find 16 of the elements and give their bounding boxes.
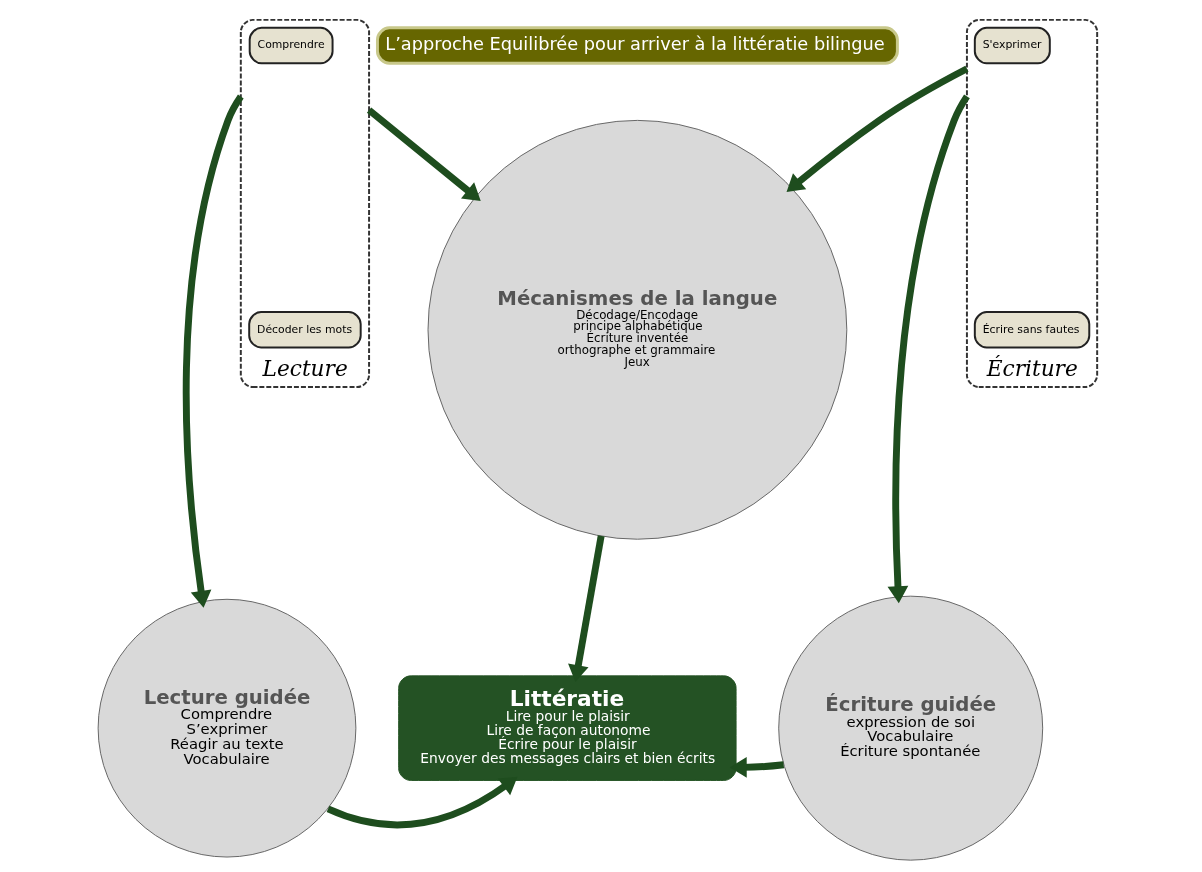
arrow	[366, 107, 481, 202]
node-box: L’approche Equilibrée pour arriver à la littératie bilingue	[375, 26, 899, 65]
node-box: S'exprimer	[973, 26, 1051, 65]
node-box: Comprendre	[248, 26, 334, 65]
node-circle: Écriture guidée expression de soi Vocabulaire Écriture spontanée	[777, 595, 1043, 861]
arrow	[326, 776, 517, 829]
arrow	[182, 94, 244, 608]
arrow	[786, 65, 969, 193]
node-box: Décoder les mots	[247, 311, 362, 349]
arrow	[567, 535, 605, 683]
arrow	[887, 94, 970, 604]
arrow	[729, 756, 784, 778]
node-box: Littératie Lire pour le plaisir Lire de façon autonome Écrire pour le plaisir Envoyer des messages clairs et bien écrits	[397, 675, 737, 781]
node-circle: Lecture guidée Comprendre S’exprimer Réagir au texte Vocabulaire	[97, 598, 356, 858]
node-box: Écrire sans fautes	[973, 311, 1090, 349]
node-circle: Mécanismes de la langue Décodage/Encodage principe alphabétique Écriture inventée orthographe et grammaire Jeux	[427, 119, 847, 540]
